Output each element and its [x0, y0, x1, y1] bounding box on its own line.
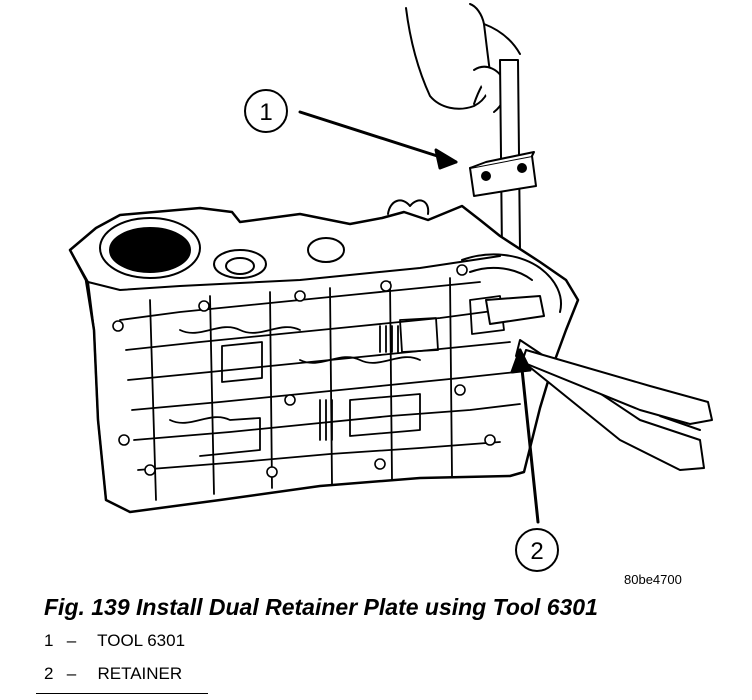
pliers-illustration — [515, 339, 713, 471]
legend-label: TOOL 6301 — [97, 631, 186, 650]
legend-label: RETAINER — [97, 664, 183, 683]
callout-arrows — [298, 110, 540, 524]
hand-illustration — [405, 3, 521, 113]
technical-illustration: 1 2 — [68, 3, 713, 572]
callout-2-label: 2 — [530, 538, 543, 565]
valve-body — [68, 199, 580, 514]
callout-1: 1 — [244, 89, 288, 133]
legend-item: 2 – RETAINER — [44, 664, 182, 684]
legend-item: 1 – TOOL 6301 — [44, 631, 185, 651]
legend-number: 2 — [44, 664, 54, 683]
figure-caption: Fig. 139 Install Dual Retainer Plate usi… — [44, 594, 598, 620]
legend-separator: – — [66, 631, 77, 650]
callout-1-label: 1 — [259, 99, 272, 126]
callout-2: 2 — [515, 528, 559, 572]
image-code: 80be4700 — [624, 572, 682, 587]
legend-number: 1 — [44, 631, 54, 650]
divider — [36, 693, 208, 694]
legend-separator: – — [66, 664, 77, 683]
